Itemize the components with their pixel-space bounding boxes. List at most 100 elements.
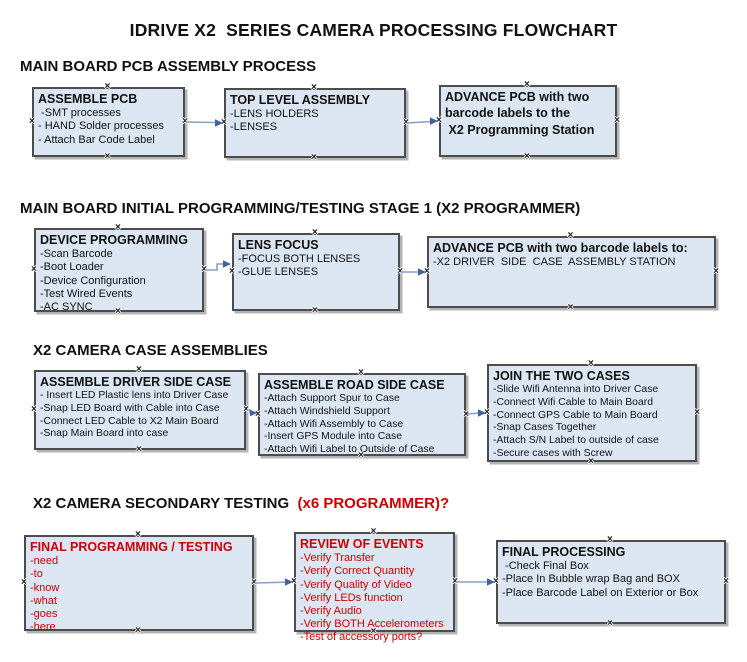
box-title: ASSEMBLE DRIVER SIDE CASE [40, 375, 232, 389]
flow-box-lens-focus[interactable]: LENS FOCUS -FOCUS BOTH LENSES-GLUE LENSE… [229, 228, 403, 316]
flow-box-final-processing[interactable]: FINAL PROCESSING -Check Final Box-Place … [493, 535, 729, 629]
connection-handle-icon: × [723, 576, 729, 587]
box-lines: - Insert LED Plastic lens into Driver Ca… [40, 390, 240, 441]
connection-handle-icon: × [21, 577, 27, 588]
box-line: -FOCUS BOTH LENSES [238, 253, 361, 266]
box-title: ADVANCE PCB with two barcode labels to t… [445, 90, 595, 137]
box-lines: -X2 DRIVER SIDE CASE ASSEMBLY STATION [433, 256, 710, 269]
box-line: -Verify BOTH Accelerometers [300, 618, 444, 631]
connection-handle-icon: × [567, 302, 574, 313]
box-line: -Verify Audio [300, 605, 362, 617]
connection-handle-icon: × [436, 115, 442, 126]
box-line: -to [30, 568, 43, 581]
box-line: -Snap Main Board into case [40, 428, 169, 440]
box-line: -Attach Support Spur to Case [264, 393, 400, 405]
box-line: -Connect GPS Cable to Main Board [493, 409, 658, 421]
connection-handle-icon: × [312, 305, 318, 316]
flow-box-assemble-road-side-case[interactable]: ASSEMBLE ROAD SIDE CASE -Attach Support … [255, 368, 469, 461]
box-line: -Slide Wifi Antenna into Driver Case [493, 384, 659, 396]
box-line: -SMT processes [38, 107, 121, 120]
box-title: FINAL PROGRAMMING / TESTING [30, 540, 233, 554]
connection-handle-icon: × [614, 115, 620, 126]
box-title: ADVANCE PCB with two barcode labels to: [433, 241, 688, 255]
section-heading-secondary-testing: X2 CAMERA SECONDARY TESTING (x6 PROGRAMM… [33, 495, 450, 512]
box-line: -Scan Barcode [40, 248, 113, 261]
flow-box-device-programming[interactable]: DEVICE PROGRAMMING -Scan Barcode-Boot Lo… [31, 223, 207, 317]
box-line: -Verify Transfer [300, 552, 375, 565]
box-line: -LENS HOLDERS [230, 108, 319, 121]
section-heading-initial-programming: MAIN BOARD INITIAL PROGRAMMING/TESTING S… [20, 200, 581, 217]
connection-handle-icon: × [201, 264, 207, 275]
flow-arrow-row2-2 [401, 268, 426, 276]
connection-handle-icon: × [493, 576, 499, 587]
box-line: -Snap LED Board with Cable into Case [40, 402, 220, 414]
box-lines: -Check Final Box-Place In Bubble wrap Ba… [502, 560, 720, 600]
box-title: DEVICE PROGRAMMING [40, 233, 188, 247]
box-line: -here [30, 621, 56, 634]
box-title: ASSEMBLE PCB [38, 92, 138, 106]
connection-handle-icon: × [251, 577, 257, 588]
section-heading-pcb-assembly: MAIN BOARD PCB ASSEMBLY PROCESS [20, 58, 317, 75]
box-line: -Device Configuration [40, 274, 146, 287]
box-line: - Attach Bar Code Label [38, 133, 155, 146]
box-line: - Insert LED Plastic lens into Driver Ca… [40, 390, 229, 402]
box-line: -Attach Wifi Assembly to Case [264, 418, 404, 430]
connection-handle-icon: × [607, 618, 613, 629]
box-line: -Boot Loader [40, 261, 104, 274]
box-line: -Test of accessory ports? [300, 631, 423, 644]
connection-handle-icon: × [311, 152, 317, 163]
box-line: -AC SYNC [40, 301, 93, 313]
flow-arrow-row3-2 [466, 409, 486, 417]
box-line: -Place Barcode Label on Exterior or Box [502, 586, 699, 599]
box-line: -what [30, 594, 57, 607]
box-lines: -FOCUS BOTH LENSES-GLUE LENSES [238, 253, 394, 279]
flow-arrow-row3-1 [247, 409, 257, 417]
connection-handle-icon: × [424, 266, 430, 277]
box-lines: -Verify Transfer-Verify Correct Quantity… [300, 552, 449, 644]
flow-arrow-row1-2 [406, 117, 438, 125]
flow-arrow-row2-1 [205, 260, 231, 271]
box-line: - HAND Solder processes [38, 120, 164, 133]
box-line: -Verify Correct Quantity [300, 565, 415, 578]
connection-handle-icon: × [397, 266, 403, 277]
flow-box-advance-pcb-programming-station[interactable]: ADVANCE PCB with two barcode labels to t… [436, 80, 620, 162]
connection-handle-icon: × [484, 407, 490, 418]
connection-handle-icon: × [403, 117, 409, 128]
flow-box-final-programming-testing[interactable]: FINAL PROGRAMMING / TESTING -need-to-kno… [21, 530, 257, 636]
flow-box-assemble-driver-side-case[interactable]: ASSEMBLE DRIVER SIDE CASE - Insert LED P… [31, 365, 249, 455]
box-title: REVIEW OF EVENTS [300, 537, 424, 551]
box-lines: -need-to-know-what-goes-here [30, 555, 248, 634]
box-line: -Test Wired Events [40, 287, 133, 300]
box-line: -Verify LEDs function [300, 591, 403, 604]
section-heading-case-assemblies: X2 CAMERA CASE ASSEMBLIES [33, 342, 268, 359]
box-line: -Attach Wifi Label to Outside of Case [264, 444, 435, 455]
connection-handle-icon: × [221, 117, 227, 128]
box-line: -Attach Windshield Support [264, 405, 390, 417]
heading-red-suffix: (x6 PROGRAMMER)? [293, 495, 450, 512]
connection-handle-icon: × [31, 404, 37, 415]
flow-box-review-of-events[interactable]: REVIEW OF EVENTS -Verify Transfer-Verify… [291, 527, 458, 644]
box-line: -need [30, 555, 59, 568]
box-line: -Check Final Box [502, 560, 589, 573]
box-line: -goes [30, 608, 58, 620]
box-line: -LENSES [230, 121, 278, 134]
connection-handle-icon: × [29, 116, 35, 127]
connection-handle-icon: × [524, 151, 530, 162]
box-line: -X2 DRIVER SIDE CASE ASSEMBLY STATION [433, 256, 676, 269]
box-lines: -SMT processes- HAND Solder processes- A… [38, 107, 179, 147]
box-title: JOIN THE TWO CASES [493, 369, 630, 383]
flow-box-top-level-assembly[interactable]: TOP LEVEL ASSEMBLY -LENS HOLDERS-LENSES … [221, 83, 409, 163]
page-title: IDRIVE X2 SERIES CAMERA PROCESSING FLOWC… [129, 20, 618, 40]
flow-arrow-row1-1 [185, 119, 223, 127]
flow-box-advance-pcb-driver-side-station[interactable]: ADVANCE PCB with two barcode labels to: … [424, 231, 719, 313]
connection-handle-icon: × [452, 576, 458, 587]
box-lines: -Attach Support Spur to Case-Attach Wind… [264, 393, 460, 456]
flow-box-assemble-pcb[interactable]: ASSEMBLE PCB -SMT processes- HAND Solder… [29, 82, 188, 162]
flow-arrow-row4-1 [254, 578, 293, 586]
box-line: -Snap Cases Together [493, 422, 597, 434]
flow-box-join-the-two-cases[interactable]: JOIN THE TWO CASES -Slide Wifi Antenna i… [484, 359, 700, 467]
box-line: -Secure cases with Screw [493, 447, 613, 459]
box-line: -Verify Quality of Video [300, 578, 412, 591]
box-line: -Connect Wifi Cable to Main Board [493, 396, 653, 408]
